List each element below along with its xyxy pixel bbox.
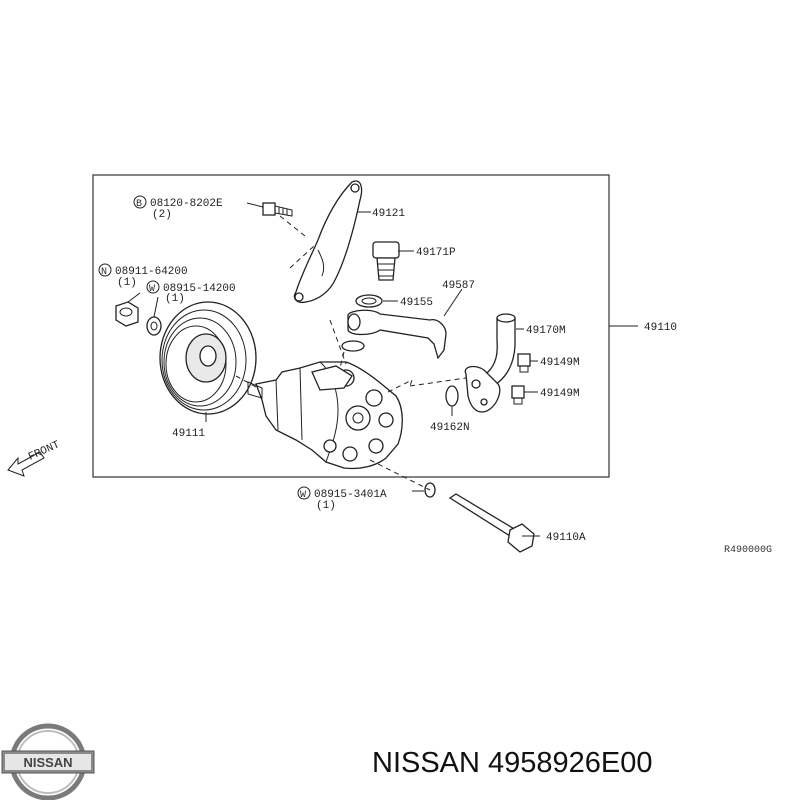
oring-49155 bbox=[355, 294, 383, 308]
label-08120-8202E-qty: (2) bbox=[152, 209, 172, 221]
pipe-49170M bbox=[464, 313, 516, 413]
circle-b: B bbox=[136, 199, 142, 210]
washer-08915-14200 bbox=[146, 316, 162, 336]
label-08120-8202E: 08120-8202E bbox=[150, 198, 223, 210]
label-49110: 49110 bbox=[644, 322, 677, 334]
label-49155: 49155 bbox=[400, 297, 433, 309]
circle-n: N bbox=[101, 267, 107, 278]
front-label: FRONT bbox=[27, 439, 62, 464]
bracket-49121 bbox=[293, 180, 363, 304]
label-49149M-lower: 49149M bbox=[540, 388, 580, 400]
label-08915-3401A-qty: (1) bbox=[316, 500, 336, 512]
label-49170M: 49170M bbox=[526, 325, 566, 337]
bolt-49110A bbox=[448, 493, 535, 553]
front-arrow: FRONT bbox=[7, 439, 62, 477]
label-49121: 49121 bbox=[372, 208, 405, 220]
label-49587: 49587 bbox=[442, 280, 475, 292]
label-49149M-upper: 49149M bbox=[540, 357, 580, 369]
nut-08911-64200 bbox=[115, 301, 139, 327]
label-08915-14200-qty: (1) bbox=[165, 293, 185, 305]
pipe-49587 bbox=[347, 309, 447, 360]
label-49162N: 49162N bbox=[430, 422, 470, 434]
bolt-49149M-lower bbox=[511, 385, 525, 405]
part-caption: NISSAN 4958926E00 bbox=[372, 747, 653, 779]
label-49171P: 49171P bbox=[416, 247, 456, 259]
label-08911-64200-qty: (1) bbox=[117, 277, 137, 289]
circle-w: W bbox=[149, 284, 155, 295]
reference-code: R490000G bbox=[724, 545, 772, 556]
pulley-49111 bbox=[159, 301, 257, 415]
label-08911-64200: 08911-64200 bbox=[115, 266, 188, 278]
nissan-logo: NISSAN bbox=[1, 723, 95, 800]
valve-49171P bbox=[372, 241, 400, 281]
logo-text: NISSAN bbox=[23, 755, 72, 770]
circle-w2: W bbox=[300, 490, 306, 501]
pump-body-49110 bbox=[247, 361, 403, 470]
label-08915-14200: 08915-14200 bbox=[163, 283, 236, 295]
bolt-08120-8202E bbox=[262, 202, 293, 217]
label-08915-3401A: 08915-3401A bbox=[314, 489, 387, 501]
oring-lower bbox=[341, 340, 365, 352]
label-49111: 49111 bbox=[172, 428, 205, 440]
label-49110A: 49110A bbox=[546, 532, 586, 544]
gasket-49162N bbox=[445, 385, 459, 407]
bolt-49149M-upper bbox=[517, 353, 531, 373]
